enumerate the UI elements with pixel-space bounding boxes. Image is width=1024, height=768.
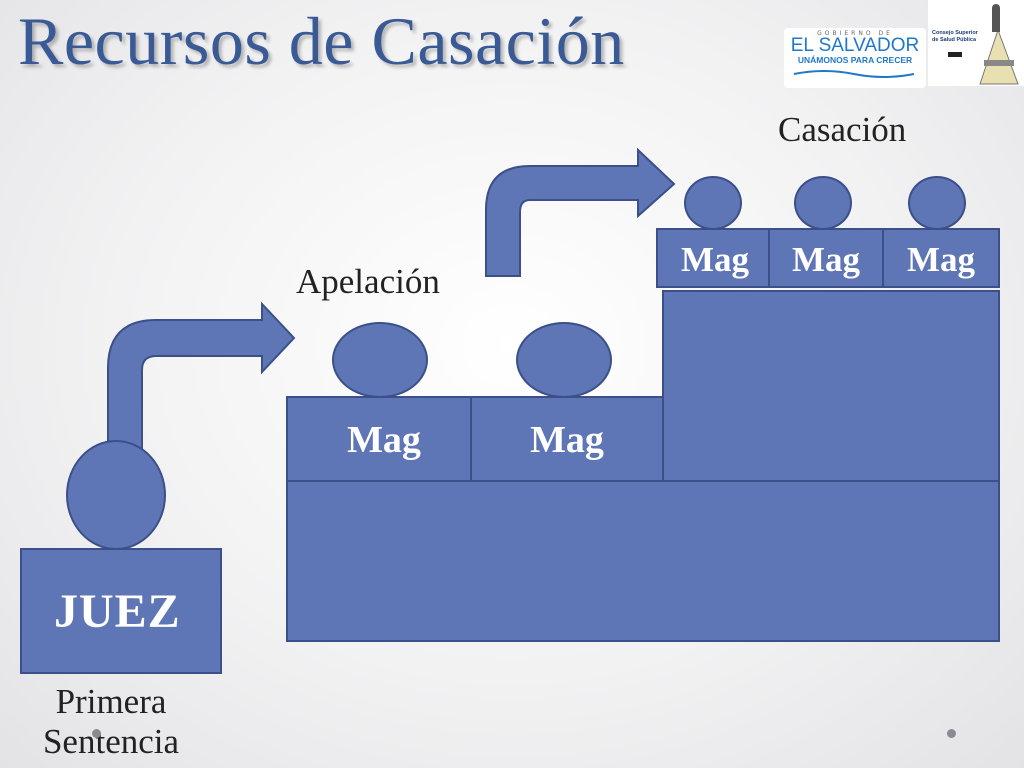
primera-sentencia-caption: Primera Sentencia	[28, 682, 194, 762]
apelacion-mag-head-2	[516, 322, 612, 398]
el-salvador-logo: GOBIERNO DE EL SALVADOR UNÁMONOS PARA CR…	[784, 28, 926, 88]
casacion-mag-box-3	[882, 228, 1000, 288]
consejo-logo-text: Consejo Superior de Salud Pública	[932, 30, 978, 43]
primera-sentencia-text: Primera Sentencia	[42, 682, 180, 761]
arrow-to-casacion	[485, 147, 676, 277]
slide-title: Recursos de Casación	[18, 3, 625, 79]
apelacion-mag-label-2: Mag	[530, 419, 604, 461]
casacion-mag-box-1	[656, 228, 770, 288]
apelacion-mag-label-1: Mag	[347, 419, 421, 461]
logo-wave-icon	[793, 70, 915, 78]
casacion-mag-label-3: Mag	[906, 240, 976, 279]
prev-slide-dot[interactable]	[92, 729, 101, 738]
casacion-mag-head-2	[794, 176, 852, 230]
consejo-logo: Consejo Superior de Salud Pública	[928, 0, 1024, 86]
logo-name: EL SALVADOR	[790, 35, 920, 56]
apelacion-mag-head-1	[332, 322, 428, 398]
apelacion-caption: Apelación	[296, 262, 440, 301]
casacion-mag-label-1: Mag	[680, 240, 750, 279]
casacion-caption: Casación	[778, 110, 907, 149]
building-icon	[948, 4, 1019, 85]
casacion-mag-box-2	[768, 228, 884, 288]
logo-small-text: GOBIERNO DE	[817, 30, 893, 37]
juez-head	[66, 440, 166, 550]
casacion-mag-label-2: Mag	[791, 240, 861, 279]
arrow-to-apelacion	[107, 301, 296, 457]
casacion-pillar-block	[662, 290, 1000, 482]
juez-box	[20, 548, 222, 674]
casacion-mag-head-3	[908, 176, 966, 230]
logo-slogan: UNÁMONOS PARA CRECER	[797, 55, 913, 65]
next-slide-dot[interactable]	[947, 729, 956, 738]
apelacion-base-block	[286, 480, 1000, 642]
juez-label: JUEZ	[54, 585, 181, 638]
casacion-mag-head-1	[684, 176, 742, 230]
